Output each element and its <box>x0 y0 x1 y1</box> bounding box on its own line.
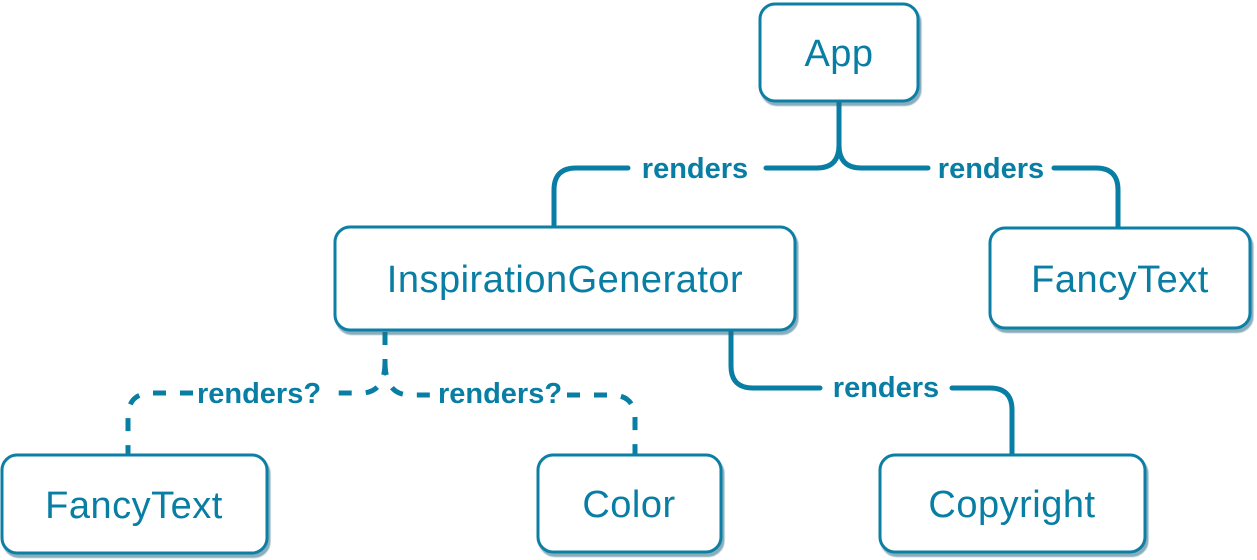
node-fancy-text-top-label: FancyText <box>1031 259 1209 301</box>
edge-ig-ft-arm-right-of-label <box>326 361 388 396</box>
edge-label-renders-q-right: renders? <box>438 378 562 410</box>
node-app: App <box>758 2 920 103</box>
node-fancy-text-top: FancyText <box>988 226 1252 330</box>
node-copyright: Copyright <box>878 453 1147 554</box>
edge-ig-ft-arm-left-of-label <box>125 390 193 455</box>
edge-app-fancy-text <box>836 142 1121 231</box>
node-fancy-text-bottom-label: FancyText <box>45 485 223 527</box>
node-copyright-box <box>878 453 1147 554</box>
edge-ig-color-arm-left-of-label <box>382 361 434 398</box>
edge-label-renders-left: renders <box>642 153 748 185</box>
node-copyright-label: Copyright <box>928 484 1095 526</box>
node-color-box <box>536 453 723 554</box>
node-app-box <box>758 2 920 103</box>
edge-label-renders-bottom: renders <box>833 372 939 404</box>
node-inspiration-generator: InspirationGenerator <box>333 225 797 332</box>
node-inspiration-generator-box <box>333 225 797 332</box>
edge-ig-copyright <box>728 328 1015 458</box>
edge-app-ig-arm-right-of-label <box>763 142 842 171</box>
edge-app-ft-arm-left-of-label <box>836 142 931 171</box>
node-inspiration-generator-label: InspirationGenerator <box>387 259 743 301</box>
edge-app-ft-arm-right-of-label <box>1051 165 1121 231</box>
node-color-label: Color <box>582 484 675 526</box>
edge-label-renders-right: renders <box>938 153 1044 185</box>
edge-label-renders-q-left: renders? <box>197 378 321 410</box>
node-fancy-text-top-box <box>988 226 1252 330</box>
node-fancy-text-bottom-box <box>0 453 269 555</box>
node-app-label: App <box>804 33 873 75</box>
edge-ig-color-dashed <box>382 361 638 455</box>
edge-ig-copyright-right-of-label <box>949 385 1015 458</box>
edge-ig-copyright-left-of-label <box>728 328 823 391</box>
node-fancy-text-bottom: FancyText <box>0 453 269 555</box>
edge-ig-color-arm-right-of-label <box>567 392 638 455</box>
edge-app-ig-arm-left-of-label <box>551 165 631 230</box>
node-color: Color <box>536 453 723 554</box>
